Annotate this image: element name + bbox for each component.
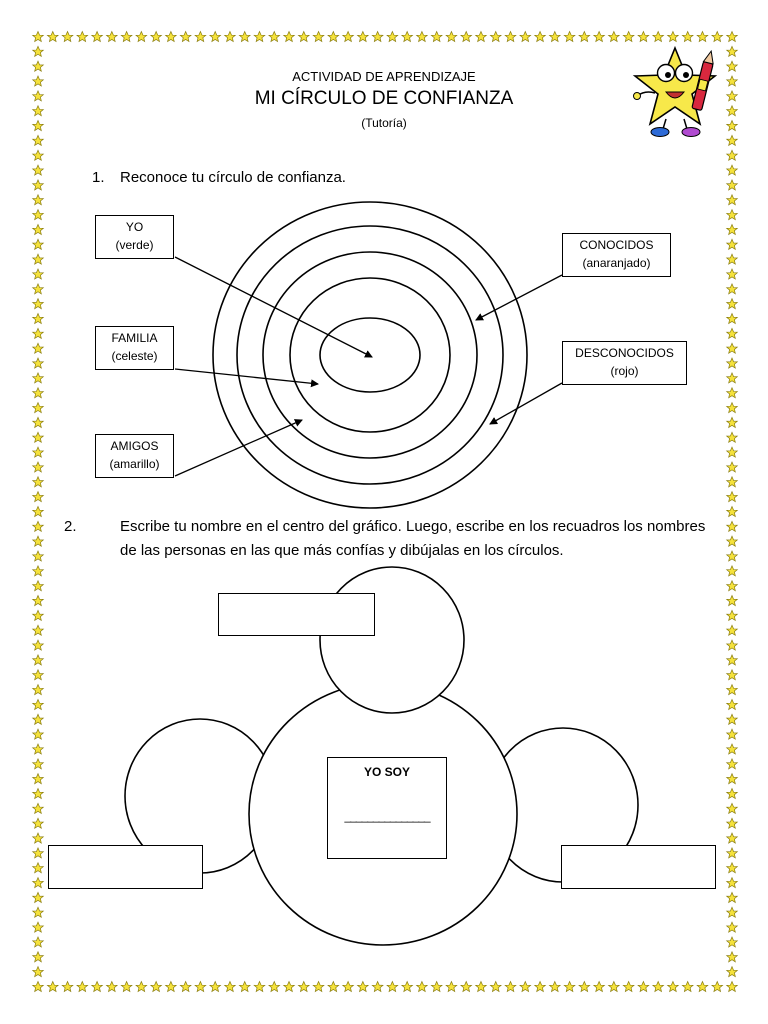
name-box-right[interactable] (561, 845, 716, 889)
label-desconocidos-color: (rojo) (610, 364, 639, 378)
circle-yo (319, 317, 421, 393)
label-familia-name: FAMILIA (111, 331, 158, 345)
arrow-yo (174, 256, 373, 358)
label-yo: YO (verde) (95, 215, 174, 259)
satellite-circle-top (319, 566, 465, 714)
yo-soy-box[interactable]: YO SOY _______________ (327, 757, 447, 859)
yo-soy-label: YO SOY (363, 765, 410, 779)
name-box-left[interactable] (48, 845, 203, 889)
question-2-text: Escribe tu nombre en el centro del gráfi… (120, 518, 706, 559)
label-yo-color: (verde) (115, 238, 154, 252)
label-familia-color: (celeste) (111, 349, 158, 363)
circle-conocidos (236, 225, 504, 485)
circle-amigos (262, 251, 478, 459)
label-yo-name: YO (125, 220, 144, 234)
star-mascot-icon (632, 45, 718, 137)
question-1-number: 1. (92, 169, 105, 186)
label-conocidos-name: CONOCIDOS (579, 238, 654, 252)
name-writing-line[interactable]: _______________ (344, 809, 430, 823)
circle-desconocidos (212, 201, 528, 509)
label-desconocidos: DESCONOCIDOS (rojo) (562, 341, 687, 385)
label-conocidos: CONOCIDOS (anaranjado) (562, 233, 671, 277)
label-amigos: AMIGOS (amarillo) (95, 434, 174, 478)
arrow-familia (174, 368, 319, 388)
circle-familia (289, 277, 451, 433)
activity-subtitle: ACTIVIDAD DE APRENDIZAJE (292, 69, 476, 84)
trust-diagram (124, 566, 639, 946)
label-desconocidos-name: DESCONOCIDOS (575, 346, 674, 360)
arrow-amigos (174, 419, 303, 477)
label-familia: FAMILIA (celeste) (95, 326, 174, 370)
question-1-text: Reconoce tu círculo de confianza. (120, 169, 346, 186)
confidence-circles (212, 201, 528, 509)
label-amigos-color: (amarillo) (109, 457, 160, 471)
question-2: 2. Escribe tu nombre en el centro del grá… (64, 515, 712, 563)
name-box-top[interactable] (218, 593, 375, 636)
label-conocidos-color: (anaranjado) (582, 256, 651, 270)
subject-note: (Tutoría) (361, 116, 407, 130)
label-amigos-name: AMIGOS (110, 439, 159, 453)
page-title: MI CÍRCULO DE CONFIANZA (254, 88, 514, 109)
question-1: 1. Reconoce tu círculo de confianza. (92, 166, 346, 190)
question-2-number: 2. (64, 518, 77, 535)
arrow-desconocidos (489, 382, 563, 425)
arrow-conocidos (475, 274, 563, 321)
